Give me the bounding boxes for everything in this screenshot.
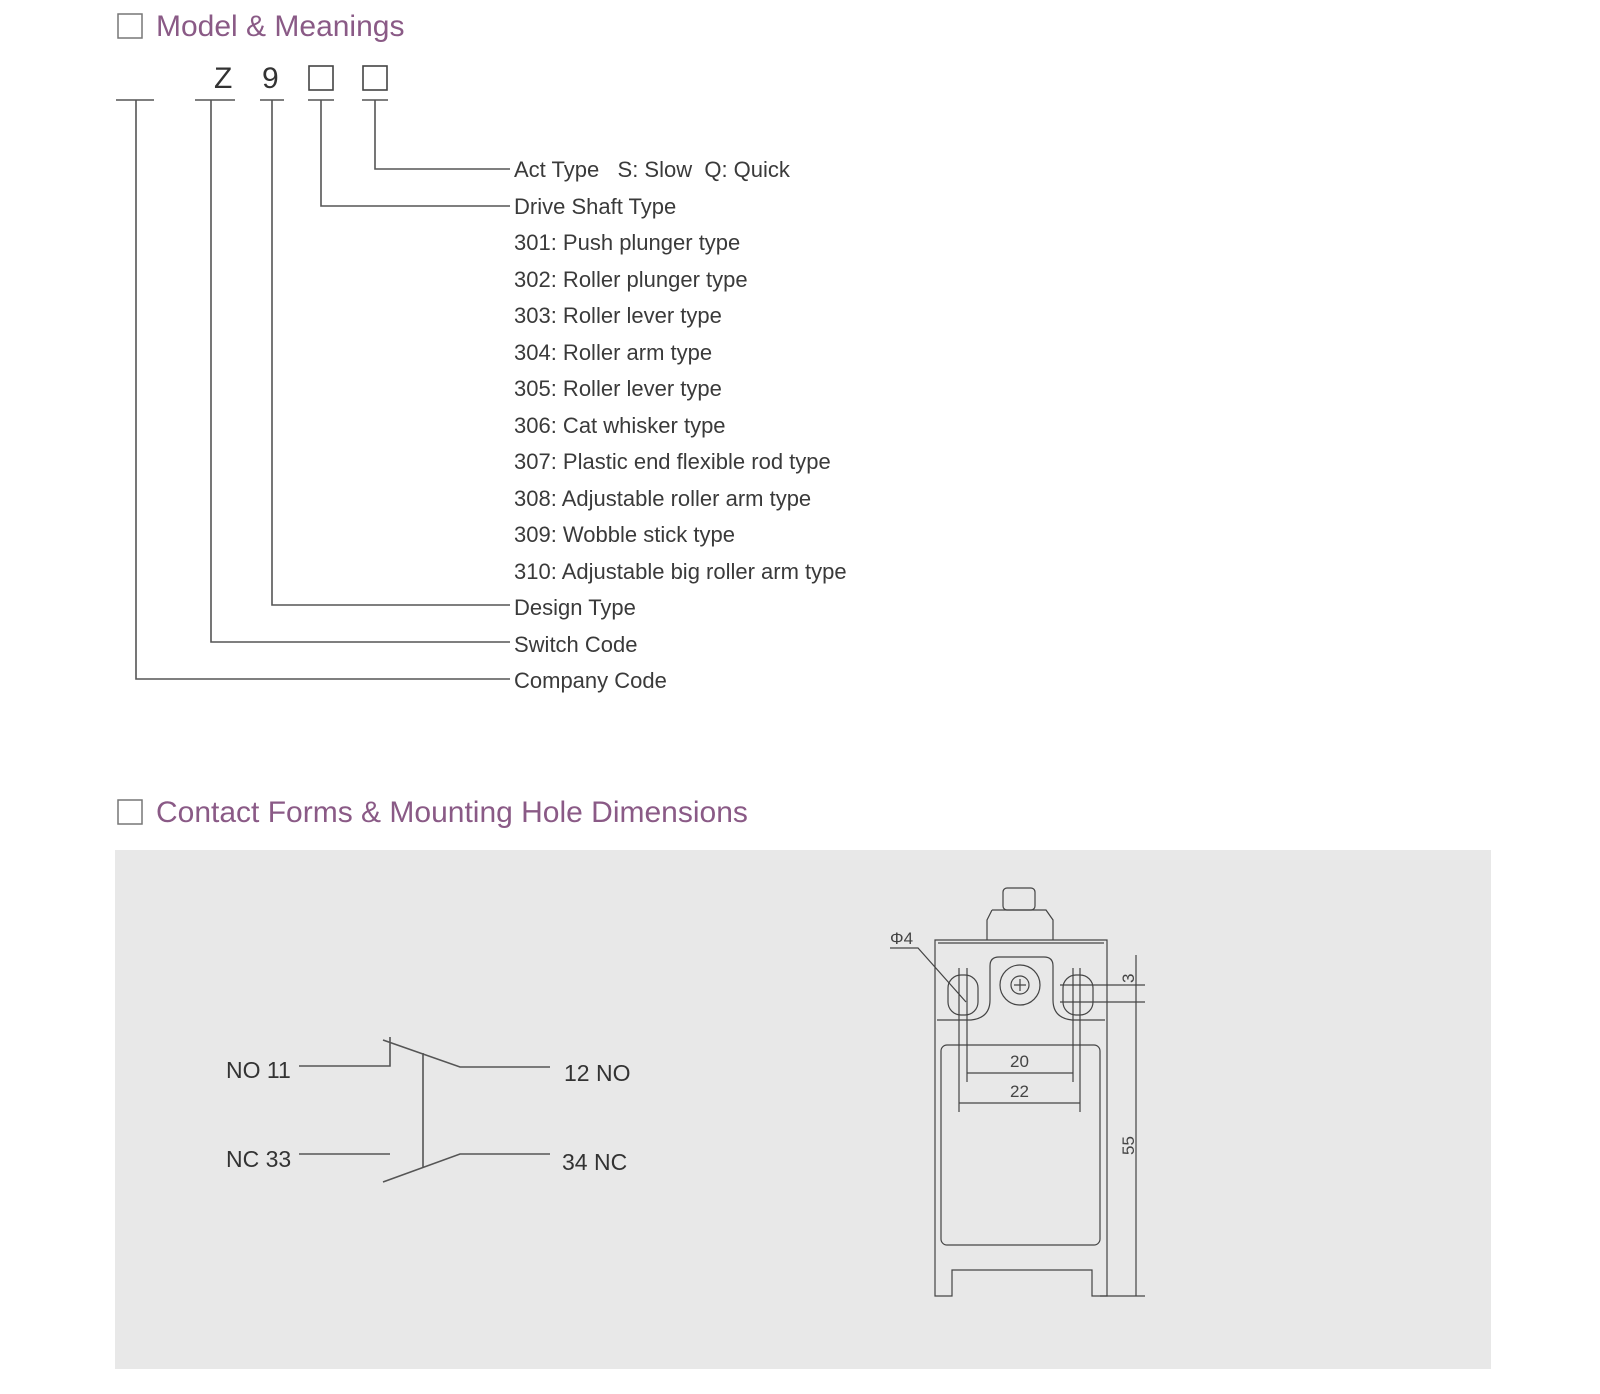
contact-label-12-no: 12 NO [564,1060,630,1086]
list-item: Act Type S: Slow Q: Quick [514,157,791,182]
contact-diagram: NO 11 12 NO NC 33 34 NC [226,1037,630,1183]
dim-55: 55 [1119,1136,1138,1155]
list-item: Design Type [514,595,636,620]
code-char-z: Z [214,62,232,95]
section-title-contact: Contact Forms & Mounting Hole Dimensions [156,796,748,829]
section-checkbox-icon [117,13,143,39]
list-item: 307: Plastic end flexible rod type [514,449,831,474]
list-item: 301: Push plunger type [514,230,740,255]
mounting-dimension-drawing: Φ4 20 22 3 55 [890,887,1145,1297]
model-tree-lines [116,99,510,680]
contact-label-34-nc: 34 NC [562,1149,627,1175]
screw-icon [999,964,1041,1006]
code-char-9: 9 [262,62,279,95]
list-item: 302: Roller plunger type [514,267,748,292]
section-title-model: Model & Meanings [156,10,404,43]
contact-label-no-11: NO 11 [226,1057,291,1083]
list-item: 304: Roller arm type [514,340,712,365]
list-item: Company Code [514,668,667,693]
code-placeholder-box [308,65,334,91]
list-item: Drive Shaft Type [514,194,676,219]
dim-20: 20 [1010,1052,1029,1071]
contact-label-nc-33: NC 33 [226,1146,291,1172]
list-item: Switch Code [514,632,638,657]
dim-22: 22 [1010,1082,1029,1101]
list-item: 306: Cat whisker type [514,413,726,438]
section-checkbox-icon [117,799,143,825]
model-meanings-list: Act Type S: Slow Q: Quick Drive Shaft Ty… [514,157,847,693]
list-item: 308: Adjustable roller arm type [514,486,811,511]
dim-3: 3 [1119,974,1138,983]
list-item: 309: Wobble stick type [514,522,735,547]
list-item: 303: Roller lever type [514,303,722,328]
code-placeholder-box [362,65,388,91]
list-item: 310: Adjustable big roller arm type [514,559,847,584]
diagram-panel [115,850,1491,1369]
dim-hole-diameter: Φ4 [890,929,913,948]
list-item: 305: Roller lever type [514,376,722,401]
